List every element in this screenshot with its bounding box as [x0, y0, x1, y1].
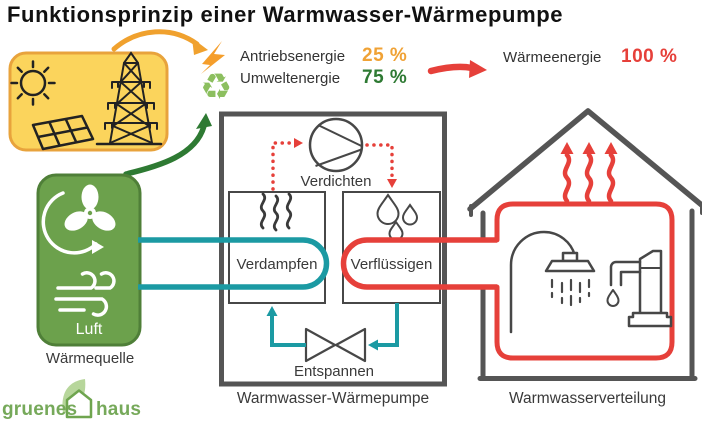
grid-to-drive-arrow: [111, 29, 208, 55]
wind-icon: [54, 271, 116, 317]
hot-distribution-pipe: [340, 237, 497, 290]
page-title: Funktionsprinzip einer Warmwasser-Wärmep…: [7, 2, 564, 27]
shower-icon: [509, 230, 596, 334]
heat-source-caption: Wärmequelle: [45, 350, 135, 367]
condense-step-label: Verflüssigen: [350, 256, 433, 273]
energy-sources-panel: [8, 51, 169, 152]
sun-icon: [10, 60, 56, 106]
expansion-valve-icon: [304, 327, 367, 363]
hot-water-box: [494, 201, 675, 361]
steam-icon: [259, 192, 293, 232]
environment-energy-label: Umweltenergie: [240, 70, 341, 87]
air-to-environment-arrow: [123, 113, 212, 177]
drive-energy-value: 25 %: [362, 45, 408, 66]
compression-flow-dashed: [271, 138, 397, 191]
heat-waves-icon: [560, 142, 618, 204]
compressor-icon: [308, 117, 364, 173]
fan-icon: [41, 184, 116, 255]
logo-text-haus: haus: [96, 399, 142, 420]
air-label: Luft: [75, 321, 103, 338]
logo-text-gruenes: gruenes: [2, 399, 78, 420]
solar-panel-icon: [31, 114, 95, 151]
heat-energy-value: 100 %: [621, 46, 678, 67]
expansion-flow-lines: [266, 303, 399, 351]
lightning-icon: [201, 41, 225, 74]
leaf-house-icon: [62, 379, 93, 419]
heat-source-box: [36, 173, 142, 347]
evaporate-step-label: Verdampfen: [236, 256, 318, 273]
heat-pump-caption: Warmwasser-Wärmepumpe: [236, 390, 430, 407]
heat-output-arrow: [427, 60, 487, 78]
recycling-icon: ♻: [200, 66, 233, 107]
drive-energy-label: Antriebsenergie: [240, 48, 346, 65]
expand-step-label: Entspannen: [293, 363, 375, 380]
cold-source-pipe: [138, 237, 330, 290]
faucet-icon: [606, 249, 673, 328]
environment-energy-value: 75 %: [362, 67, 408, 88]
compress-step-label: Verdichten: [300, 173, 372, 190]
heat-pump-box: [219, 111, 447, 387]
house-outline: [467, 108, 702, 381]
heat-energy-label: Wärmeenergie: [503, 49, 602, 66]
power-pylon-icon: [95, 51, 163, 146]
distribution-caption: Warmwasserverteilung: [508, 390, 667, 407]
